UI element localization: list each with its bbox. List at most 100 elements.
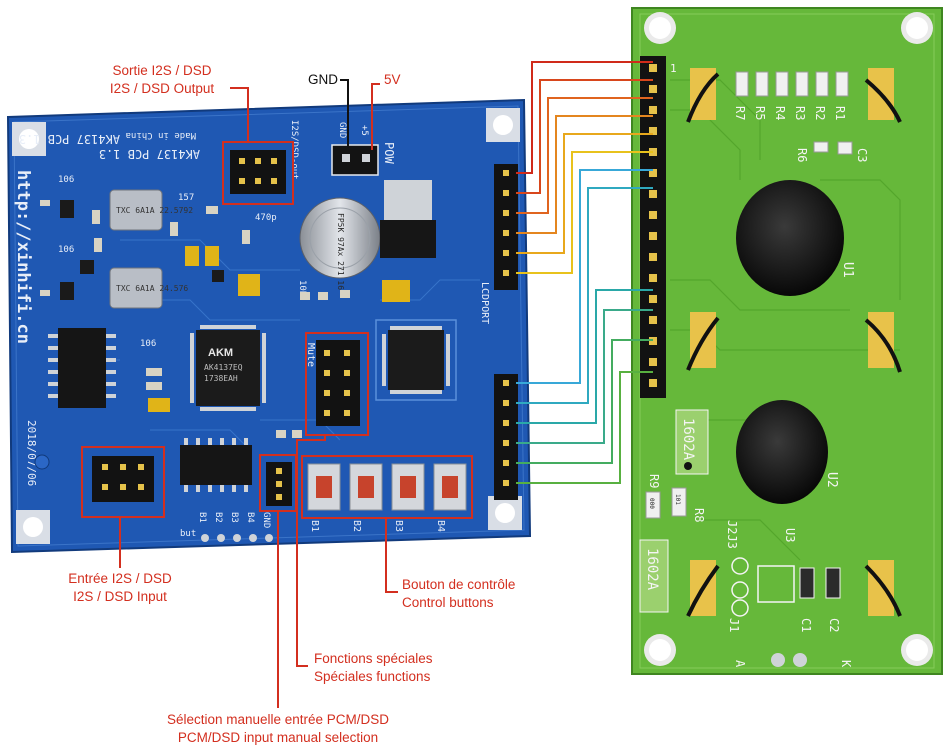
smd-transistors (60, 200, 224, 300)
lcd-pin1-label: 1 (670, 62, 677, 75)
callout-box-i2s-out (222, 141, 294, 205)
capacitor-label: FP5K 97Ax 271 16 (336, 213, 345, 290)
crystal-1-label: TXC 6A1A 22.5792 (116, 206, 193, 215)
wire-11 (516, 339, 653, 464)
label-i2s-in-fr: Entrée I2S / DSD (68, 571, 172, 586)
pcb-model: AK4137 PCB 1.3 (19, 132, 120, 146)
voltage-regulator (380, 180, 436, 258)
crystal-2-label: TXC 6A1A 24.576 (116, 284, 188, 293)
power-connector: GND +5 POW (331, 122, 396, 176)
pcb-model-right: AK4137 PCB 1.3 (99, 147, 200, 161)
label-r6: R6 (795, 148, 809, 162)
label-i2s-in: Entrée I2S / DSD I2S / DSD Input (50, 570, 190, 606)
label-c2: C2 (827, 618, 841, 632)
lcd-board: 1 16 R7 R5 R4 R3 R2 R1 R6 C3 (631, 7, 943, 675)
lcd-model-label-mid: 1602A (675, 409, 709, 475)
label-r7: R7 (733, 106, 747, 120)
label-r3: R3 (793, 106, 807, 120)
wire-6 (516, 151, 653, 274)
lcd-chip-u2: U2 (736, 400, 839, 504)
label-i2s-out-en: I2S / DSD Output (109, 81, 215, 96)
label-c3: C3 (855, 148, 869, 162)
pcb-date: 2018/07/06 (25, 420, 38, 486)
silk-470p: 470p (255, 213, 277, 223)
label-j2j3: J2J3 (725, 520, 739, 549)
wire-2 (516, 79, 653, 194)
callout-box-special (305, 332, 369, 436)
pad-silk-b2: B2 (213, 512, 223, 523)
label-u1: U1 (840, 262, 855, 278)
callouts (81, 83, 473, 708)
label-k: K (839, 660, 853, 668)
pcb-lcd-port-lower (494, 374, 518, 500)
r6-part (813, 141, 829, 153)
wire-3 (516, 97, 653, 214)
pcb-made-in: Made in China (126, 130, 196, 140)
label-special-en: Spéciales functions (314, 669, 431, 684)
wire-7 (516, 169, 653, 384)
pow-5v-silk: +5 (359, 125, 369, 136)
label-special: Fonctions spéciales Spéciales functions (314, 650, 433, 686)
label-buttons: Bouton de contrôle Control buttons (402, 576, 515, 612)
button-b3[interactable] (391, 463, 425, 511)
pad-silk-but: but (180, 529, 196, 539)
lcd-resistor-bank (735, 71, 849, 97)
crystal-1: TXC 6A1A 22.5792 (109, 189, 193, 231)
soic-chip-left (48, 328, 116, 408)
gnd-line (340, 79, 349, 148)
label-r1: R1 (833, 106, 847, 120)
silk-106-b: 106 (58, 245, 74, 255)
button-b2[interactable] (349, 463, 383, 511)
lcd-model-bottom: 1602A (644, 548, 660, 591)
mcu-chip (375, 319, 457, 401)
lcd-lower-parts: R9 R8 000 101 J2J3 U3 J1 C1 C2 A K (645, 474, 853, 668)
pcb-lcd-port-upper (494, 164, 518, 290)
label-manual-fr: Sélection manuelle entrée PCM/DSD (166, 712, 390, 727)
control-buttons: B1 B2 B3 B4 (307, 463, 467, 532)
label-buttons-en: Control buttons (402, 595, 494, 610)
wire-1 (516, 61, 653, 174)
wire-5 (516, 133, 653, 254)
tantalum-caps (148, 246, 410, 412)
bottom-pads: B1 B2 B3 B4 GND but (180, 512, 273, 542)
label-i2s-out-fr: Sortie I2S / DSD (112, 63, 212, 78)
lcd-resistor-labels: R7 R5 R4 R3 R2 R1 R6 C3 (733, 106, 869, 162)
pow-silk: POW (382, 142, 396, 164)
pcb-url: http://xinhifi.cn (13, 170, 33, 344)
silk-157: 157 (178, 193, 194, 203)
pcb-board: http://xinhifi.cn 2018/07/06 AK4137 PCB … (6, 98, 532, 554)
lcd-gold-strips (686, 68, 902, 617)
silk-106-a: 106 (58, 175, 74, 185)
label-manual-en: PCM/DSD input manual selection (177, 730, 379, 745)
label-r8: R8 (692, 508, 706, 522)
smd-passives (40, 200, 350, 438)
callout-box-i2s-in (81, 446, 165, 518)
label-buttons-fr: Bouton de contrôle (402, 577, 516, 592)
label-u3: U3 (783, 528, 797, 542)
c3-part (837, 141, 853, 155)
button-b1[interactable] (307, 463, 341, 511)
label-u2: U2 (824, 472, 839, 488)
pad-silk-b4: B4 (245, 512, 255, 523)
button-b4[interactable] (433, 463, 467, 511)
wire-12 (516, 371, 653, 484)
akm-brand: AKM (208, 347, 233, 359)
silk-10k: 10K (297, 280, 307, 297)
label-000: 000 (648, 498, 655, 509)
label-j1: J1 (727, 618, 741, 632)
akm-code: 1738EAH (204, 374, 238, 383)
wire-10 (516, 309, 653, 444)
mute-silk: Mute (305, 343, 316, 367)
label-r5: R5 (753, 106, 767, 120)
label-gnd: GND (308, 72, 338, 87)
lcd-model-mid: 1602A (680, 418, 696, 461)
silk-106-c: 106 (140, 339, 156, 349)
wire-9 (516, 289, 653, 424)
wire-4 (516, 115, 653, 234)
wires (516, 61, 653, 484)
wire-8 (516, 187, 653, 404)
pad-silk-b3: B3 (229, 512, 239, 523)
special-functions-header: Mute (305, 340, 360, 426)
lcd-port-silk: LCDPORT (479, 282, 490, 324)
lcd-model-label-bottom: 1602A (639, 539, 669, 613)
